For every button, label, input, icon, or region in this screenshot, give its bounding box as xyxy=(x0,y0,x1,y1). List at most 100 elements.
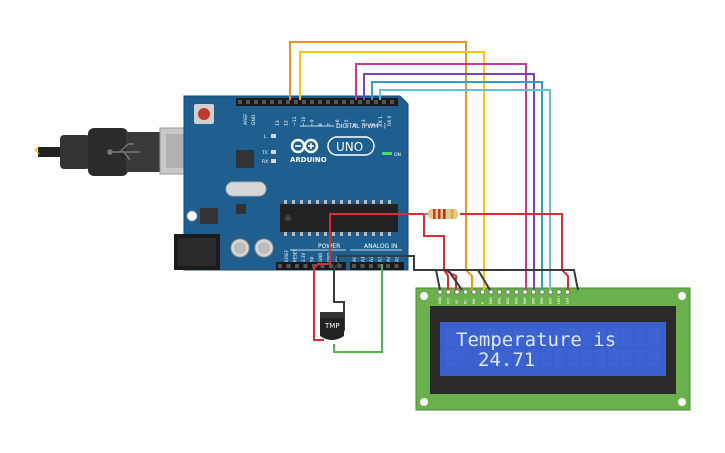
lcd-pin[interactable] xyxy=(556,289,562,295)
header-pin[interactable] xyxy=(358,100,362,104)
atmega-chip xyxy=(280,204,398,232)
lcd-pin[interactable] xyxy=(539,289,545,295)
lcd-pin[interactable] xyxy=(522,289,528,295)
digital-pin-label: ~6 xyxy=(335,119,341,126)
wire-black-led[interactable] xyxy=(478,269,579,291)
header-pin[interactable] xyxy=(246,100,250,104)
digital-pin-label: ~5 xyxy=(344,119,350,126)
lcd-pin[interactable] xyxy=(437,289,443,295)
header-pin[interactable] xyxy=(278,100,282,104)
lcd-pin-label: DB4 xyxy=(523,297,527,304)
lcd-pin-label: RW xyxy=(472,298,476,304)
digital-pin-label: ~3 xyxy=(361,119,367,126)
wire-red-5v[interactable] xyxy=(329,213,449,290)
header-pin[interactable] xyxy=(270,100,274,104)
header-pin[interactable] xyxy=(386,264,390,268)
header-pin[interactable] xyxy=(238,100,242,104)
header-pin[interactable] xyxy=(337,264,342,268)
lcd-pin-label: GND xyxy=(438,296,442,304)
header-pin[interactable] xyxy=(360,264,365,268)
lcd-pin[interactable] xyxy=(488,289,494,295)
lcd-pin[interactable] xyxy=(513,289,519,295)
header-pin[interactable] xyxy=(369,264,373,268)
lcd-pin[interactable] xyxy=(454,289,460,295)
lcd-pin[interactable] xyxy=(462,289,468,295)
wire-blue[interactable] xyxy=(371,81,543,290)
lcd-pin[interactable] xyxy=(496,289,502,295)
on-led xyxy=(382,152,392,155)
header-pin[interactable] xyxy=(286,100,290,104)
gnd-label: GND xyxy=(251,114,257,125)
header-pin[interactable] xyxy=(382,100,386,104)
l-led xyxy=(271,134,276,138)
power-header-strip[interactable] xyxy=(276,262,346,270)
digital-pin-label: 8 xyxy=(318,123,324,126)
power-pin-label: IOREF xyxy=(284,249,289,262)
header-pin[interactable] xyxy=(310,100,314,104)
lcd-pin[interactable] xyxy=(445,289,451,295)
header-pin[interactable] xyxy=(394,264,399,268)
wire-red-sensor[interactable] xyxy=(313,263,330,341)
tx-led-label: TX xyxy=(261,150,268,156)
wire-red-resistor[interactable] xyxy=(460,213,569,290)
lcd-pin-label: RS xyxy=(464,300,468,304)
header-pin[interactable] xyxy=(286,264,291,268)
header-pin[interactable] xyxy=(366,100,370,104)
lcd-line-1: Temperature is xyxy=(456,329,616,351)
lcd-pin[interactable] xyxy=(530,289,536,295)
header-pin[interactable] xyxy=(254,100,258,104)
lcd-pin[interactable] xyxy=(505,289,511,295)
lcd-pin-label: DB7 xyxy=(549,297,553,304)
analog-pin-label: A2 xyxy=(369,256,375,262)
crystal-oscillator xyxy=(225,181,267,197)
resistor[interactable] xyxy=(424,209,458,219)
lcd-pin[interactable] xyxy=(479,289,485,295)
header-pin[interactable] xyxy=(377,264,382,268)
wire-yellow[interactable] xyxy=(299,51,485,290)
wire-purple[interactable] xyxy=(363,73,535,290)
header-pin[interactable] xyxy=(318,100,322,104)
usb-icon xyxy=(107,143,140,161)
uno-badge xyxy=(327,136,375,156)
header-pin[interactable] xyxy=(294,100,298,104)
header-pin[interactable] xyxy=(312,264,316,268)
header-pin[interactable] xyxy=(326,100,330,104)
digital-header-label: DIGITAL (PWM~) xyxy=(336,123,386,130)
reset-button-cap[interactable] xyxy=(198,108,210,120)
header-pin[interactable] xyxy=(262,100,266,104)
header-pin[interactable] xyxy=(334,100,338,104)
wire-green-sensor[interactable] xyxy=(333,264,383,353)
wire-red-lcd-vcc[interactable] xyxy=(443,269,457,290)
power-pin-label: 3.3V xyxy=(301,253,306,262)
wire-orange[interactable] xyxy=(289,41,473,290)
header-pin[interactable] xyxy=(374,100,378,104)
header-pin[interactable] xyxy=(320,264,325,268)
header-pin[interactable] xyxy=(278,264,282,268)
header-pin[interactable] xyxy=(352,264,356,268)
lcd-pin[interactable] xyxy=(471,289,477,295)
digital-header[interactable] xyxy=(236,98,398,106)
wire-cyan[interactable] xyxy=(379,89,551,290)
rx-led xyxy=(271,159,276,163)
tmp-sensor[interactable]: TMP xyxy=(320,312,344,340)
header-pin[interactable] xyxy=(329,264,333,268)
header-pin[interactable] xyxy=(302,100,306,104)
header-pin[interactable] xyxy=(342,100,346,104)
analog-header-strip[interactable] xyxy=(350,262,404,270)
lcd-pin-label: V0 xyxy=(455,300,459,304)
wire-magenta[interactable] xyxy=(355,63,527,290)
lcd-pin[interactable] xyxy=(564,289,570,295)
digital-pin-label: 4 xyxy=(352,123,358,126)
header-pin[interactable] xyxy=(295,264,299,268)
header-pin[interactable] xyxy=(303,264,308,268)
analog-pin-label: A4 xyxy=(386,256,392,262)
digital-pin-label: TX 1 xyxy=(378,116,384,127)
lcd-pin[interactable] xyxy=(547,289,553,295)
wire-black-gnd[interactable] xyxy=(337,255,441,291)
on-led-label: ON xyxy=(394,152,401,158)
header-pin[interactable] xyxy=(390,100,394,104)
header-pin[interactable] xyxy=(350,100,354,104)
